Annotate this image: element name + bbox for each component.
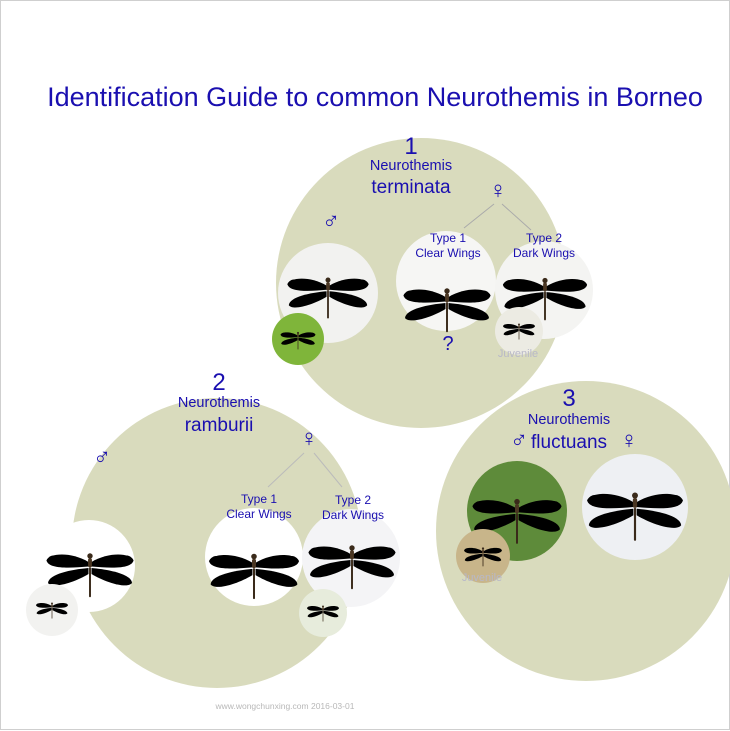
group-1-type2-desc: Dark Wings [513, 246, 575, 260]
group-3-female-symbol: ♀ [620, 427, 638, 454]
group-2-branch-left [267, 452, 305, 488]
group-3-male-symbol: ♂ [510, 427, 528, 454]
group-2-type2-desc: Dark Wings [322, 508, 384, 522]
group-1-species: terminata [371, 177, 451, 198]
group-1-female-type1-photo [396, 231, 496, 331]
group-1-unknown-mark: ? [442, 333, 453, 355]
group-1-type1-desc: Clear Wings [415, 246, 480, 260]
group-2-branch-right [313, 452, 343, 488]
group-2-genus: Neurothemis [178, 395, 260, 411]
group-1-branch-left [463, 203, 495, 229]
group-2-female-symbol: ♀ [300, 425, 318, 452]
group-3-genus: Neurothemis [528, 412, 610, 428]
group-1-branch-right [501, 203, 532, 231]
group-2-type2-name: Type 2 [335, 493, 371, 507]
group-3-species: fluctuans [531, 432, 607, 453]
page-title: Identification Guide to common Neurothem… [47, 82, 703, 112]
group-2-species: ramburii [185, 415, 254, 436]
group-3-number: 3 [562, 385, 575, 412]
group-3: 3 Neurothemis ♂ fluctuans ♀ Juvenile [456, 385, 688, 584]
group-2-type1-name: Type 1 [241, 492, 277, 506]
group-1-genus: Neurothemis [370, 158, 452, 174]
group-2-number: 2 [212, 369, 225, 396]
group-2: 2 Neurothemis ramburii ♂ ♀ Type 1 Clear … [26, 369, 400, 637]
group-1: 1 Neurothemis terminata ♂ ♀ Type 1 Clear… [272, 133, 593, 365]
group-1-type2-name: Type 2 [526, 231, 562, 245]
credit-text: www.wongchunxing.com 2016-03-01 [215, 701, 355, 711]
group-1-juvenile-label: Juvenile [498, 348, 538, 360]
group-1-female-symbol: ♀ [489, 177, 507, 204]
group-1-number: 1 [404, 133, 417, 160]
group-1-male-symbol: ♂ [322, 208, 340, 235]
group-3-circle [436, 381, 730, 681]
group-1-type1-name: Type 1 [430, 231, 466, 245]
group-2-male-symbol: ♂ [93, 444, 111, 471]
group-2-type1-desc: Clear Wings [226, 507, 291, 521]
group-3-juvenile-label: Juvenile [462, 572, 502, 584]
